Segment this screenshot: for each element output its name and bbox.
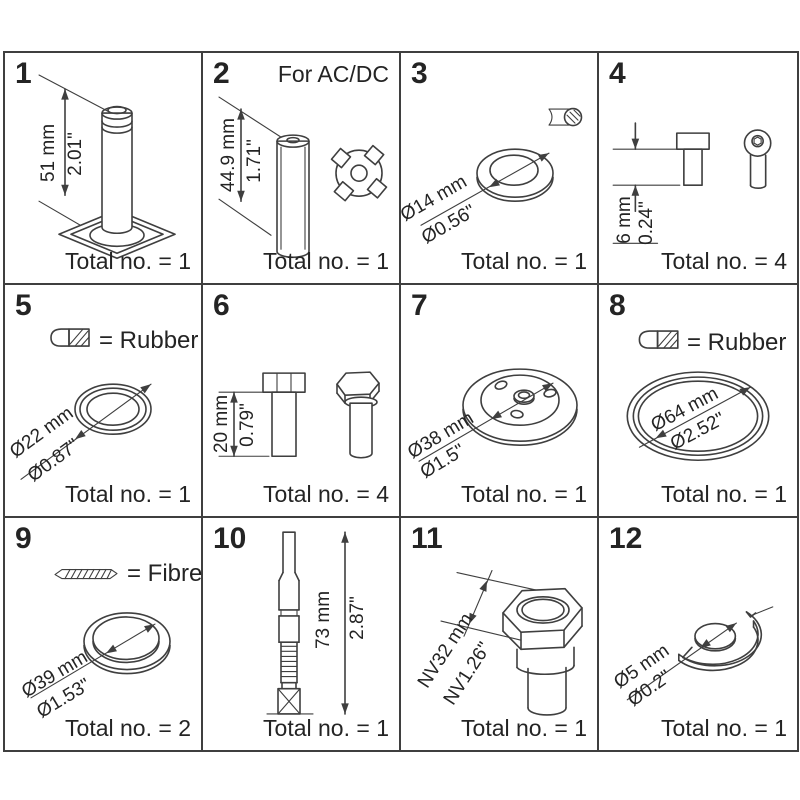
cell-number: 4 [609, 57, 626, 90]
dim-mm-label: 6 mm [614, 196, 635, 244]
dim-mm-label: 20 mm [211, 395, 232, 454]
screw-drawing [612, 122, 772, 244]
rubber-legend-icon [50, 328, 90, 348]
cell-number: 5 [15, 289, 32, 323]
cell-number: 10 [213, 521, 247, 555]
part-cell-5: 5 = Rubber Ø22 mm Ø0.87" Total no. = 1 [5, 285, 203, 518]
total-count: Total no. = 1 [461, 480, 587, 507]
part-cell-9: 9 = Fibre Ø39 mm Ø1.53" Total [5, 517, 203, 750]
fibre-gasket-drawing [30, 568, 171, 699]
gland-nut-drawing [440, 569, 583, 716]
rubber-legend-label: = Rubber [99, 327, 199, 355]
total-count: Total no. = 1 [65, 480, 191, 507]
part-cell-1: 1 51 mm 2.01" Total no. = 1 [5, 53, 203, 286]
rubber-legend-label: = Rubber [687, 329, 787, 357]
total-count: Total no. = 1 [461, 714, 587, 741]
part-cell-10: 10 [203, 517, 401, 750]
armature-tube-drawing [218, 96, 388, 259]
part-cell-11: 11 NV32 mm NV1.26" Total no. = 1 [401, 517, 599, 750]
dim-inch-label: 0.79" [237, 403, 258, 448]
part-cell-2: 2 For AC/DC 44.9 mm 1.71" Total no. = 1 [203, 53, 401, 286]
socket-screw-3d [743, 129, 772, 189]
dim-mm-label: 51 mm [38, 123, 59, 183]
split-washer-drawing [626, 605, 774, 701]
part-cell-8: 8 = Rubber Ø64 mm Ø2.52" Total no. = 1 [599, 285, 797, 518]
fibre-legend-icon [54, 568, 118, 579]
total-count: Total no. = 1 [263, 714, 389, 741]
total-count: Total no. = 4 [263, 480, 389, 507]
part-cell-7: 7 Ø38 mm Ø1.5" Total no. = 1 [401, 285, 599, 518]
pin-icon [548, 107, 583, 127]
variant-header: For AC/DC [277, 61, 389, 87]
dim-inch-label: 1.71" [244, 139, 265, 183]
total-count: Total no. = 1 [263, 248, 389, 275]
dim-inch-label: 0.24" [636, 201, 657, 245]
hex-bolt-3d [336, 371, 380, 459]
valve-plate-drawing [418, 368, 578, 463]
armature-assembly-drawing [38, 74, 176, 260]
rubber-legend-icon [638, 330, 679, 350]
total-count: Total no. = 2 [65, 714, 191, 741]
cell-number: 11 [411, 521, 443, 555]
bolt-drawing [218, 371, 380, 459]
cell-number: 6 [213, 289, 230, 323]
part-cell-6: 6 20 mm 0.79" Total no. = 4 [203, 285, 401, 518]
fibre-legend-label: = Fibre [127, 559, 203, 587]
dim-inch-label: 2.01" [65, 132, 86, 176]
cell-number: 8 [609, 289, 626, 323]
dim-mm-label: 73 mm [313, 590, 334, 649]
dim-inch-label: 2.87" [347, 595, 368, 640]
parts-grid: 1 51 mm 2.01" Total no. = 1 2 For AC/DC [3, 51, 799, 752]
total-count: Total no. = 1 [461, 248, 587, 275]
spindle-drawing [266, 530, 349, 715]
total-count: Total no. = 1 [661, 714, 787, 741]
cell-number: 1 [15, 57, 32, 90]
o-ring-drawing [20, 328, 154, 481]
o-ring-large-drawing [626, 330, 770, 462]
dim-mm-label: 44.9 mm [218, 118, 239, 192]
total-count: Total no. = 4 [661, 248, 787, 275]
cell-number: 7 [411, 289, 428, 323]
cell-number: 2 [213, 57, 230, 90]
washer-drawing [420, 107, 583, 226]
part-cell-4: 4 6 mm 0.24" Total no. = 4 [599, 53, 797, 286]
part-cell-12: 12 Ø5 mm Ø0.2" Total no. = 1 [599, 518, 797, 750]
part-cell-3: 3 Ø14 mm Ø0.56" Total no. = 1 [397, 53, 599, 286]
total-count: Total no. = 1 [661, 480, 787, 507]
cell-number: 9 [15, 521, 32, 555]
cell-number: 3 [411, 57, 428, 90]
cell-number: 12 [609, 521, 643, 555]
total-count: Total no. = 1 [65, 248, 191, 275]
